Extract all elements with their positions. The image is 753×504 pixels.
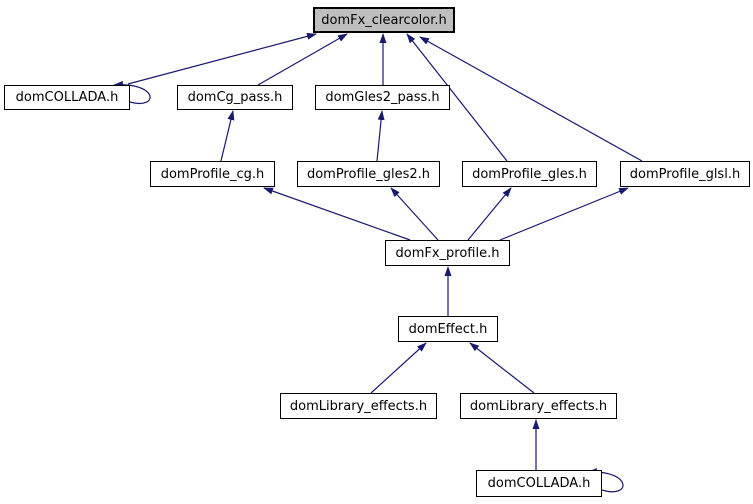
node-profile-glsl[interactable]: domProfile_glsl.h	[620, 161, 750, 187]
edge-fx-profile--profile-gles2	[390, 187, 439, 241]
node-label: domFx_clearcolor.h	[321, 12, 447, 28]
node-label: domLibrary_effects.h	[289, 398, 428, 414]
node-label: domCOLLADA.h	[487, 476, 591, 491]
edge-profile-gles2--gles2-pass	[376, 110, 385, 162]
edge-profile-glsl--fx-clearcolor	[419, 36, 643, 162]
node-library-effects-right[interactable]: domLibrary_effects.h	[460, 393, 617, 419]
node-label: domProfile_gles.h	[472, 166, 587, 182]
edge-library-effects-right--effect	[469, 342, 535, 394]
node-library-effects-left[interactable]: domLibrary_effects.h	[280, 393, 437, 419]
node-profile-cg[interactable]: domProfile_cg.h	[150, 161, 275, 187]
edge-fx-profile--profile-glsl	[499, 187, 629, 241]
node-effect[interactable]: domEffect.h	[398, 316, 498, 342]
node-profile-gles2[interactable]: domProfile_gles2.h	[297, 161, 440, 187]
node-gles2-pass[interactable]: domGles2_pass.h	[315, 85, 450, 110]
node-label: domCOLLADA.h	[15, 90, 119, 105]
node-profile-gles[interactable]: domProfile_gles.h	[462, 161, 597, 187]
node-collada-bottom[interactable]: domCOLLADA.h	[476, 470, 602, 497]
node-label: domLibrary_effects.h	[469, 398, 608, 414]
edge-fx-profile--profile-gles	[467, 187, 512, 241]
node-label: domEffect.h	[408, 321, 488, 337]
node-label: domFx_profile.h	[395, 245, 500, 261]
edge-profile-cg--cg-pass	[220, 110, 235, 162]
node-label: domProfile_cg.h	[160, 166, 265, 182]
node-label: domProfile_glsl.h	[629, 166, 741, 182]
edge-collada-top--fx-clearcolor	[127, 32, 317, 85]
node-label: domGles2_pass.h	[325, 90, 440, 105]
node-fx-profile[interactable]: domFx_profile.h	[385, 240, 510, 266]
node-label: domProfile_gles2.h	[306, 166, 431, 182]
edge-fx-profile--profile-cg	[263, 187, 411, 241]
edge-library-effects-left--effect	[370, 342, 427, 394]
node-collada-top[interactable]: domCOLLADA.h	[4, 85, 130, 110]
node-label: domCg_pass.h	[187, 90, 283, 105]
edge-cg-pass--fx-clearcolor	[257, 33, 348, 86]
node-cg-pass[interactable]: domCg_pass.h	[177, 85, 293, 110]
edge-profile-gles--fx-clearcolor	[406, 33, 508, 162]
node-fx-clearcolor: domFx_clearcolor.h	[313, 7, 455, 33]
